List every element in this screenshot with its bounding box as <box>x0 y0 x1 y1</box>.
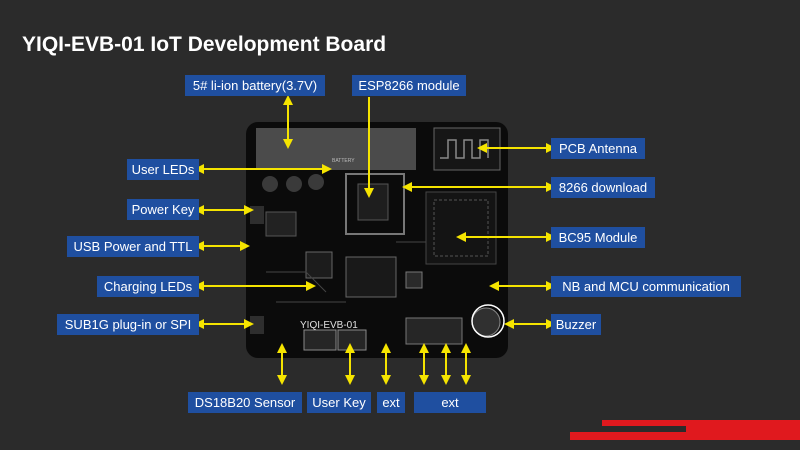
label-bc95: BC95 Module <box>551 227 645 248</box>
label-charging-leds: Charging LEDs <box>97 276 199 297</box>
label-battery: 5# li-ion battery(3.7V) <box>185 75 325 96</box>
label-nb-mcu: NB and MCU communication <box>551 276 741 297</box>
label-buzzer: Buzzer <box>551 314 601 335</box>
label-power-key: Power Key <box>127 199 199 220</box>
label-ext-2: ext <box>414 392 486 413</box>
pcb-board-image: BATTERY YIQI-EVB-01 <box>246 122 508 358</box>
battery-silkscreen: BATTERY <box>332 158 355 164</box>
label-pcb-antenna: PCB Antenna <box>551 138 645 159</box>
buzzer-highlight <box>471 304 505 338</box>
label-user-key: User Key <box>307 392 371 413</box>
label-sub1g: SUB1G plug-in or SPI <box>57 314 199 335</box>
label-user-leds: User LEDs <box>127 159 199 180</box>
label-usb-power-ttl: USB Power and TTL <box>67 236 199 257</box>
label-ext-1: ext <box>377 392 405 413</box>
page-title: YIQI-EVB-01 IoT Development Board <box>22 33 387 56</box>
red-accent-stripes <box>570 420 800 440</box>
label-8266-download: 8266 download <box>551 177 655 198</box>
board-silkscreen: YIQI-EVB-01 <box>300 320 358 331</box>
label-ds18b20: DS18B20 Sensor <box>188 392 302 413</box>
label-esp8266: ESP8266 module <box>352 75 466 96</box>
